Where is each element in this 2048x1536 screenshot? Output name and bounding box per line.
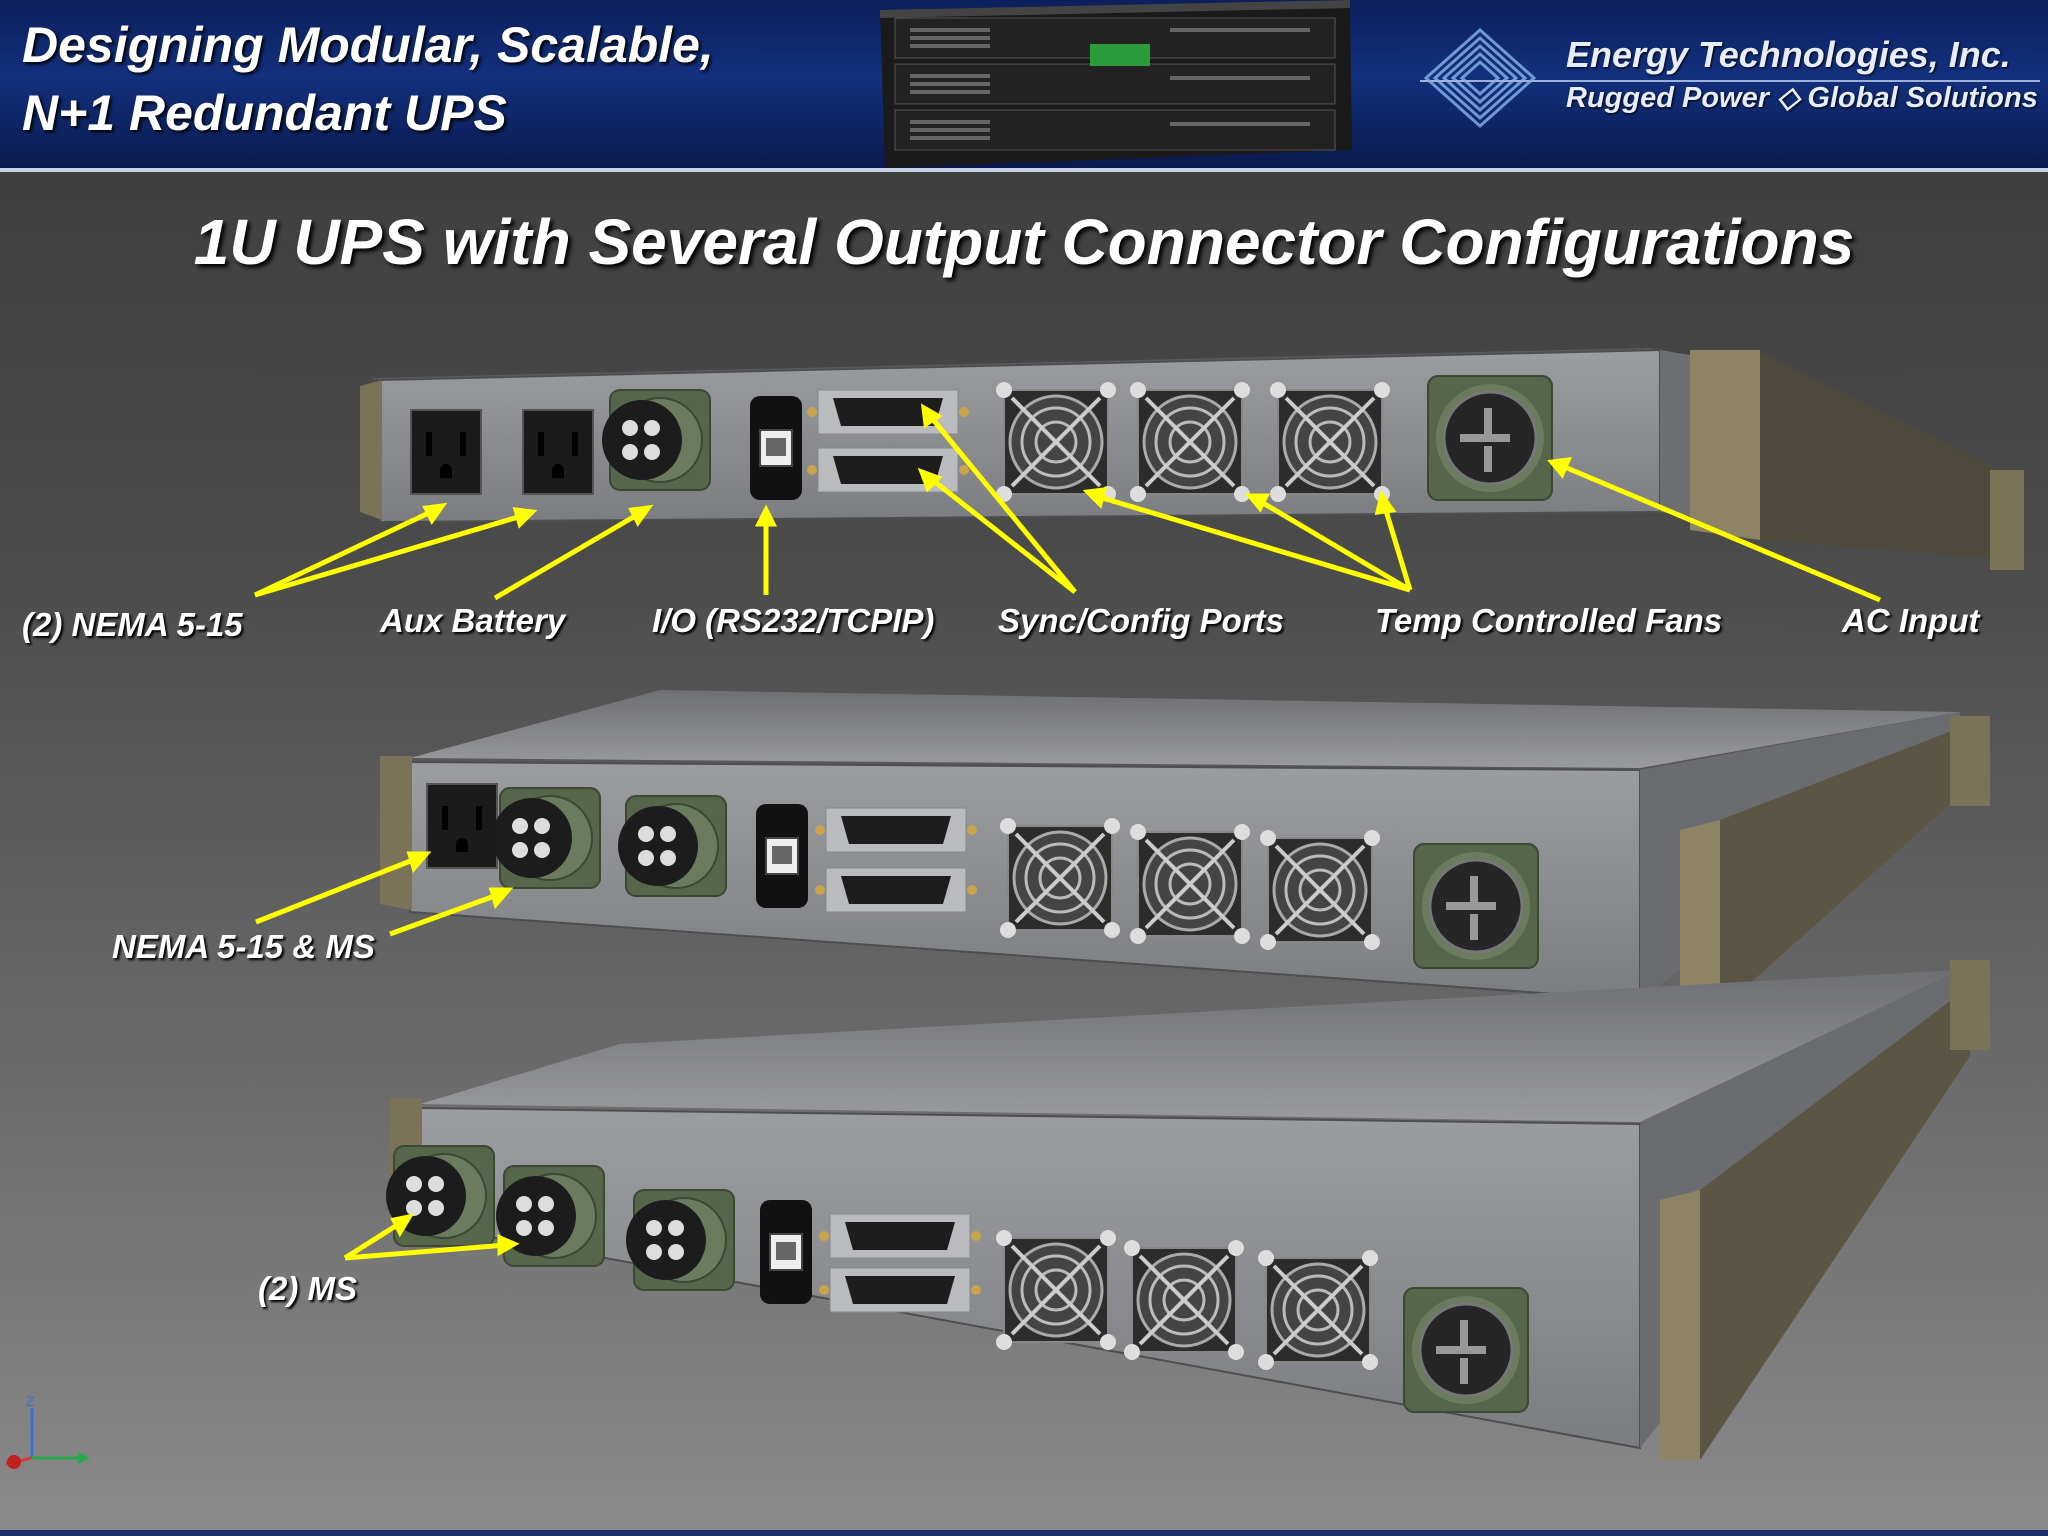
header-title-line2: N+1 Redundant UPS [22, 85, 507, 141]
label-sync-ports: Sync/Config Ports [998, 602, 1285, 639]
ups-unit-3 [385, 960, 1990, 1460]
axis-z-label: Z [26, 1393, 35, 1409]
axis-triad-icon [5, 1408, 90, 1469]
slide-title: 1U UPS with Several Output Connector Con… [193, 206, 1855, 278]
ups-unit-2 [380, 690, 1990, 1010]
label-ms-pair: (2) MS [258, 1270, 357, 1307]
company-logo-icon [1423, 27, 1537, 129]
label-fans: Temp Controlled Fans [1375, 602, 1723, 639]
ups-unit-1 [360, 348, 2024, 570]
label-ac-input: AC Input [1842, 602, 1980, 639]
label-nema-pair: (2) NEMA 5-15 [22, 606, 243, 643]
company-tagline: Rugged Power ◇ Global Solutions [1566, 82, 2038, 114]
label-nema-ms: NEMA 5-15 & MS [112, 928, 375, 965]
logo-divider [1420, 80, 2040, 82]
label-aux-battery: Aux Battery [380, 602, 566, 639]
banner-product-image [880, 0, 1352, 168]
bottom-bar [0, 1530, 2048, 1536]
callout-arrows [253, 403, 1881, 1261]
company-name: Energy Technologies, Inc. [1566, 34, 2011, 75]
header-banner: Designing Modular, Scalable, N+1 Redunda… [0, 0, 2048, 172]
label-io-port: I/O (RS232/TCPIP) [652, 602, 935, 639]
header-title-line1: Designing Modular, Scalable, [22, 17, 714, 73]
